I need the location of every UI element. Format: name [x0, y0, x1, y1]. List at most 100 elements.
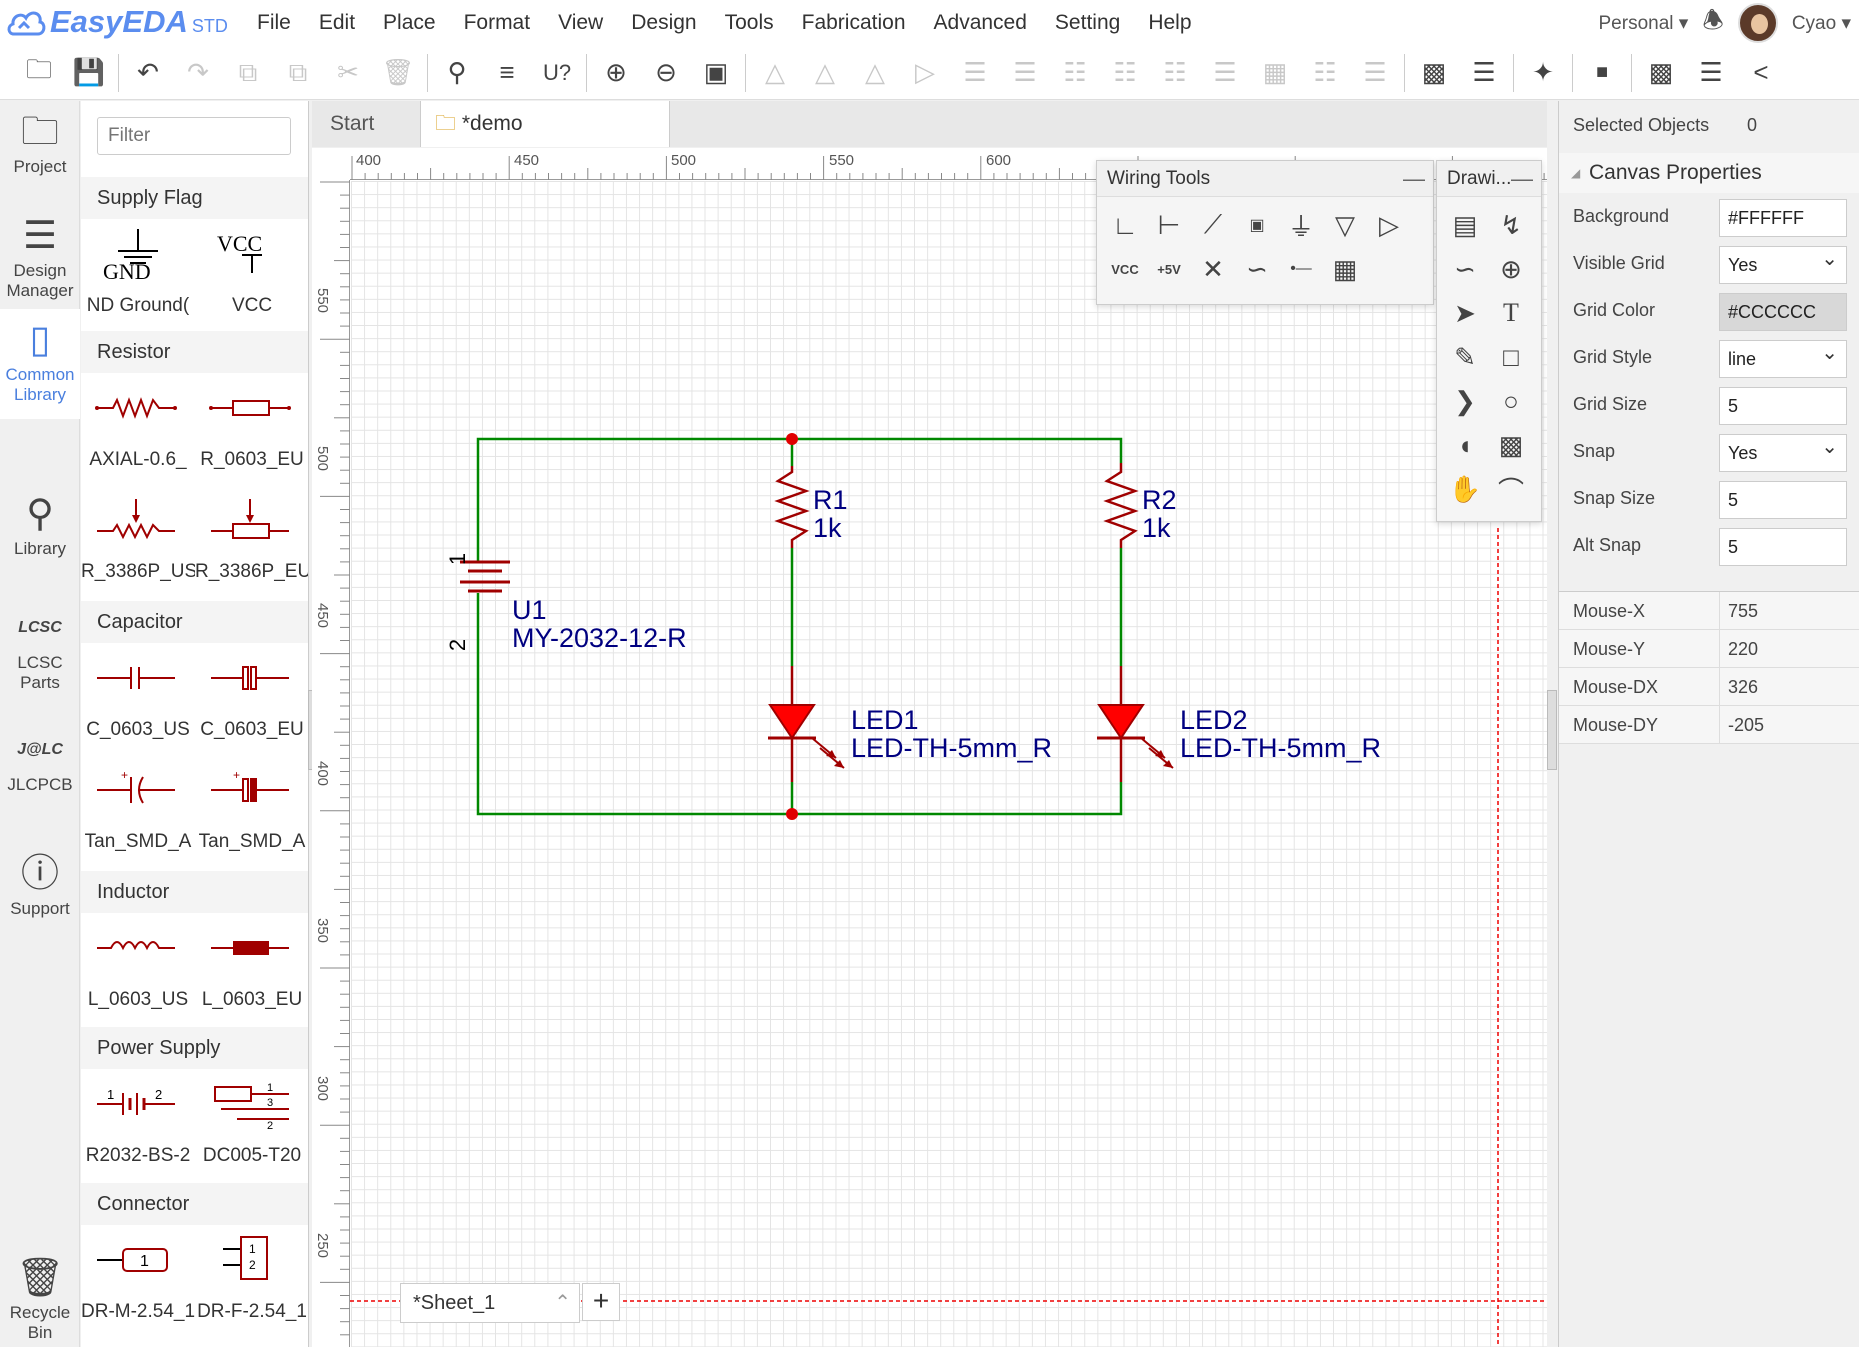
- background-color-input[interactable]: #FFFFFF: [1719, 199, 1847, 237]
- nav-common-library[interactable]: ▯ Common Library: [0, 309, 80, 419]
- plus5v-flag-tool-icon[interactable]: +5V: [1157, 261, 1181, 277]
- layers-update-icon[interactable]: ☰: [1472, 57, 1496, 87]
- net-label-tool-icon[interactable]: ▣: [1249, 217, 1265, 234]
- r2-value[interactable]: 1k: [1142, 513, 1171, 543]
- pin-star-icon[interactable]: ✦: [1532, 57, 1554, 87]
- align-center-v-icon[interactable]: ☰: [1213, 57, 1237, 87]
- lib-item-header-male[interactable]: 1 DR-M-2.54_1: [81, 1225, 195, 1337]
- grid-size-input[interactable]: 5: [1719, 387, 1847, 425]
- corner-tool-icon[interactable]: ⌒: [1497, 475, 1524, 506]
- find-list-icon[interactable]: ≡: [499, 57, 515, 87]
- canvas-grid[interactable]: [351, 181, 1547, 1347]
- lib-item-pot-us[interactable]: R_3386P_US: [81, 485, 195, 597]
- align-bottom-icon[interactable]: ☷: [1113, 57, 1137, 87]
- layers-icon[interactable]: ☰: [1699, 57, 1723, 87]
- text-tool-icon[interactable]: T: [1503, 298, 1519, 327]
- polygon-tool-icon[interactable]: ❯: [1454, 385, 1476, 416]
- bezier-tool-icon[interactable]: ∽: [1454, 253, 1476, 284]
- arc-tool-icon[interactable]: ⊕: [1500, 253, 1522, 284]
- nav-recycle-bin[interactable]: 🗑 Recycle Bin: [0, 1253, 80, 1347]
- delete-icon[interactable]: 🗑: [381, 57, 415, 87]
- net-flag-tool-icon[interactable]: ▽: [1335, 209, 1355, 240]
- arrowhead-tool-icon[interactable]: ➤: [1454, 297, 1476, 328]
- share-icon[interactable]: <: [1753, 57, 1769, 87]
- visible-grid-select[interactable]: Yes: [1719, 241, 1847, 284]
- bom-icon[interactable]: ■: [1595, 61, 1609, 83]
- rectangle-tool-icon[interactable]: □: [1503, 341, 1519, 372]
- annotate-icon[interactable]: U?: [542, 59, 572, 85]
- polyline-tool-icon[interactable]: ↯: [1500, 209, 1522, 240]
- alt-snap-input[interactable]: 5: [1719, 528, 1847, 566]
- nav-support[interactable]: ⓘ Support: [0, 849, 80, 929]
- pan-hand-tool-icon[interactable]: ✋: [1448, 473, 1482, 504]
- led1-designator[interactable]: LED1: [851, 705, 919, 735]
- flip-vertical-icon[interactable]: ▷: [915, 57, 935, 87]
- chevron-up-icon[interactable]: ⌃: [554, 1292, 571, 1314]
- nav-lcsc-parts[interactable]: LCSC LCSC Parts: [0, 603, 80, 703]
- r2-designator[interactable]: R2: [1142, 485, 1177, 515]
- menu-help[interactable]: Help: [1148, 11, 1192, 34]
- add-sheet-button[interactable]: +: [582, 1283, 620, 1321]
- net-port-tool-icon[interactable]: ▷: [1379, 209, 1399, 240]
- lib-item-inductor-us[interactable]: L_0603_US: [81, 913, 195, 1025]
- bus-tool-icon[interactable]: ⊢: [1157, 209, 1181, 240]
- lib-item-cap-us[interactable]: C_0603_US: [81, 643, 195, 755]
- fit-view-icon[interactable]: ▣: [703, 57, 729, 87]
- lib-item-pot-eu[interactable]: R_3386P_EU: [195, 485, 308, 597]
- nav-project[interactable]: 🗀 Project: [0, 101, 80, 201]
- search-icon[interactable]: ⚲: [447, 57, 467, 87]
- r1-designator[interactable]: R1: [813, 485, 848, 515]
- led2-value[interactable]: LED-TH-5mm_R: [1180, 733, 1382, 763]
- right-panel-collapse-handle[interactable]: [1547, 690, 1557, 770]
- avatar[interactable]: [1737, 3, 1778, 43]
- lib-item-gnd[interactable]: GND ND Ground(: [81, 219, 195, 331]
- bus-entry-tool-icon[interactable]: ⟋: [1203, 209, 1223, 239]
- cut-icon[interactable]: ✂: [337, 57, 359, 87]
- align-right-icon[interactable]: ☰: [1013, 57, 1037, 87]
- schematic-canvas[interactable]: 400 450 500 550 600 550 500 450 400 350 …: [312, 148, 1547, 1347]
- sheet-tab[interactable]: *Sheet_1 ⌃: [400, 1283, 580, 1323]
- redo-icon[interactable]: ↷: [187, 57, 209, 87]
- menu-file[interactable]: File: [257, 11, 291, 34]
- snap-select[interactable]: Yes: [1719, 429, 1847, 472]
- vcc-flag-tool-icon[interactable]: VCC: [1111, 261, 1139, 277]
- lib-item-vcc[interactable]: VCC VCC: [195, 219, 308, 331]
- led2-designator[interactable]: LED2: [1180, 705, 1248, 735]
- menu-edit[interactable]: Edit: [318, 11, 356, 34]
- tab-demo[interactable]: 🗀 *demo: [420, 101, 670, 147]
- pin-tool-icon[interactable]: •—: [1290, 260, 1312, 277]
- circle-tool-icon[interactable]: ○: [1503, 385, 1519, 416]
- grid-style-select[interactable]: line: [1719, 335, 1847, 378]
- flip-horizontal-icon[interactable]: △: [865, 57, 885, 87]
- paste-icon[interactable]: ⧉: [288, 56, 308, 87]
- drawing-tools-titlebar[interactable]: Drawi... —: [1437, 161, 1541, 197]
- align-left-icon[interactable]: ☰: [963, 57, 987, 87]
- library-filter-input[interactable]: [97, 117, 291, 155]
- user-dropdown[interactable]: Cyao ▾: [1792, 12, 1851, 35]
- wire-tool-icon[interactable]: ∟: [1112, 209, 1138, 240]
- align-grid-icon[interactable]: ▦: [1262, 57, 1288, 87]
- tab-start[interactable]: Start: [330, 112, 375, 135]
- menu-fabrication[interactable]: Fabrication: [801, 11, 906, 34]
- workspace-dropdown[interactable]: Personal ▾: [1599, 12, 1689, 35]
- no-connect-tool-icon[interactable]: ✕: [1202, 253, 1224, 284]
- led1-value[interactable]: LED-TH-5mm_R: [851, 733, 1053, 763]
- menu-view[interactable]: View: [558, 11, 604, 34]
- rotate-right-icon[interactable]: △: [815, 57, 835, 87]
- u1-value[interactable]: MY-2032-12-R: [512, 623, 687, 653]
- image-export-icon[interactable]: ▩: [1421, 57, 1447, 87]
- rotate-left-icon[interactable]: △: [765, 57, 785, 87]
- ground-tool-icon[interactable]: ⏚: [1287, 211, 1314, 242]
- menu-tools[interactable]: Tools: [724, 11, 774, 34]
- image-tool-icon[interactable]: ▩: [1498, 429, 1524, 460]
- freehand-tool-icon[interactable]: ✎: [1454, 341, 1476, 372]
- align-center-h-icon[interactable]: ☷: [1163, 57, 1187, 87]
- lib-item-cap-eu[interactable]: C_0603_EU: [195, 643, 308, 755]
- copy-icon[interactable]: ⧉: [238, 56, 258, 87]
- nav-jlcpcb[interactable]: J@LC JLCPCB: [0, 725, 80, 805]
- nav-design-manager[interactable]: ☰ Design Manager: [0, 205, 80, 305]
- pie-tool-icon[interactable]: ◖: [1457, 429, 1473, 460]
- nav-library[interactable]: ⚲ Library: [0, 489, 80, 569]
